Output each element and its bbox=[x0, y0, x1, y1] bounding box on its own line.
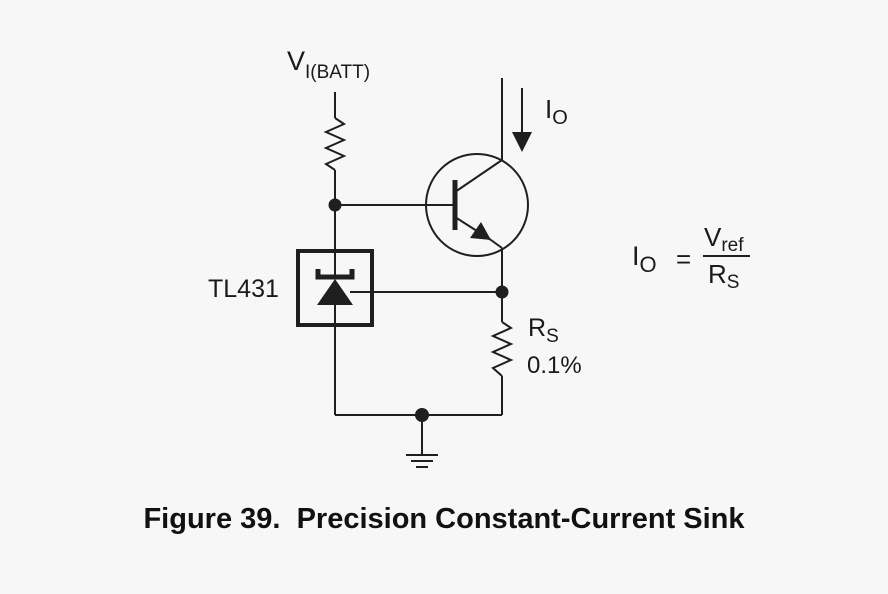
current-equation: IO = Vref RS bbox=[632, 222, 750, 293]
node-emitter-sense bbox=[495, 285, 509, 299]
transistor-emitter-arrow bbox=[470, 222, 491, 240]
sense-resistor-tolerance: 0.1% bbox=[527, 352, 582, 379]
equation-lhs: IO bbox=[632, 241, 657, 277]
current-arrow-head bbox=[512, 132, 532, 152]
transistor-collector-lead bbox=[454, 159, 503, 193]
supply-label: VI(BATT) bbox=[287, 46, 370, 83]
regulator-label: TL431 bbox=[208, 275, 279, 303]
regulator-diode-triangle bbox=[317, 279, 353, 305]
transistor-body bbox=[425, 153, 529, 257]
sense-resistor bbox=[490, 321, 514, 377]
equation-equals: = bbox=[676, 244, 691, 274]
equation-numerator: Vref bbox=[704, 222, 744, 256]
equation-denominator: RS bbox=[708, 259, 739, 293]
emitter-bend bbox=[490, 239, 503, 249]
bias-resistor bbox=[323, 117, 347, 171]
regulator-cathode-bar bbox=[315, 269, 355, 280]
sense-resistor-label: RS bbox=[528, 314, 559, 347]
figure-caption: Figure 39. Precision Constant-Current Si… bbox=[143, 503, 745, 535]
output-current-label: IO bbox=[545, 94, 568, 129]
ground-icon bbox=[406, 454, 438, 468]
